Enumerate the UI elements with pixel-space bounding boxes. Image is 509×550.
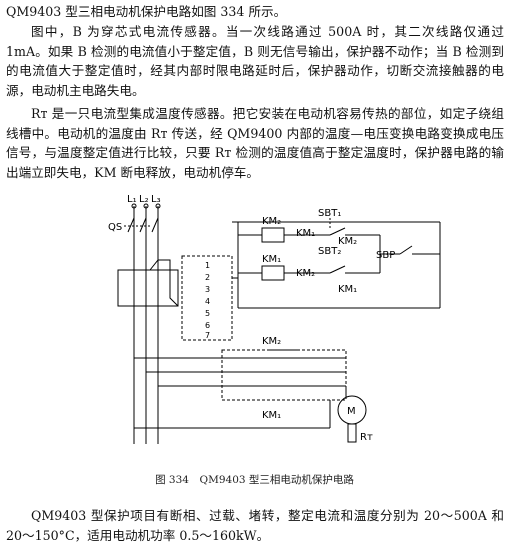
phase-l2-label: L₂ bbox=[139, 194, 149, 205]
km2-main-label: KM₂ bbox=[262, 336, 281, 347]
motor-label: M bbox=[347, 406, 356, 417]
km2-aux-label: KM₂ bbox=[338, 236, 357, 247]
phase-l1-label: L₁ bbox=[127, 194, 137, 205]
terminal-7: 7 bbox=[205, 331, 210, 340]
rt-sensor-label: Rᴛ bbox=[360, 432, 373, 443]
km2-coil-label: KM₂ bbox=[262, 216, 281, 227]
sbp-label: SBP bbox=[376, 250, 395, 261]
terminal-2: 2 bbox=[205, 273, 210, 282]
figure-caption: 图 334 QM9403 型三相电动机保护电路 bbox=[155, 474, 354, 486]
qs-switch-label: QS bbox=[108, 222, 122, 233]
km1-coil-label: KM₁ bbox=[262, 254, 281, 265]
specs-paragraph: QM9403 型保护项目有断相、过载、堵转，整定电流和温度分别为 20～500A… bbox=[6, 508, 504, 543]
terminal-1: 1 bbox=[205, 261, 210, 270]
sensor-paragraph: 图中，B 为穿芯式电流传感器。当一次线路通过 500A 时，其二次线路仅通过 1… bbox=[6, 24, 504, 98]
intro-paragraph: QM9403 型三相电动机保护电路如图 334 所示。 bbox=[6, 4, 287, 19]
temperature-paragraph: Rᴛ 是一只电流型集成温度传感器。把它安装在电动机容易传热的部位，如定子绕组线槽… bbox=[6, 106, 504, 180]
sbt2-label: SBT₂ bbox=[318, 246, 341, 257]
km1-main-label: KM₁ bbox=[262, 410, 281, 421]
terminal-4: 4 bbox=[205, 297, 210, 306]
terminal-3: 3 bbox=[205, 285, 210, 294]
circuit-diagram: L₁ L₂ L₃ QS KM₂ KM₁ KM₁ KM₂ SBT₁ SBT₂ SB… bbox=[108, 194, 441, 444]
km2-contact-label: KM₂ bbox=[296, 268, 315, 279]
km1-aux-label: KM₁ bbox=[338, 284, 357, 295]
km1-contact-label: KM₁ bbox=[296, 228, 315, 239]
phase-l3-label: L₃ bbox=[151, 194, 161, 205]
terminal-6: 6 bbox=[205, 321, 210, 330]
terminal-5: 5 bbox=[205, 309, 210, 318]
sbt1-label: SBT₁ bbox=[318, 208, 341, 219]
